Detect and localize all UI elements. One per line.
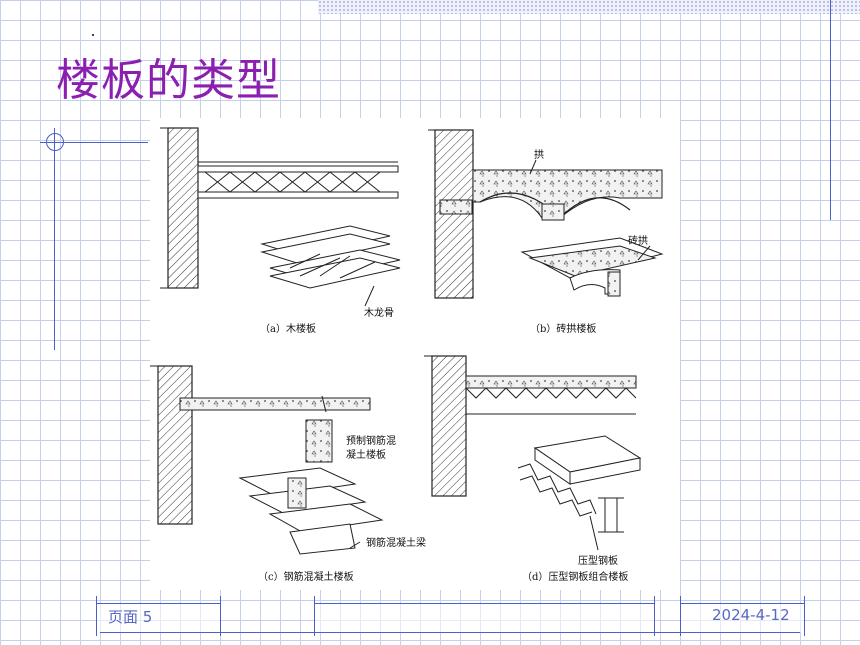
- footer-tick: [220, 596, 221, 636]
- page-number: 页面 5: [108, 608, 153, 626]
- footer-tick: [654, 596, 655, 636]
- footer-tick: [680, 596, 681, 636]
- label-steel-deck: 压型钢板: [578, 554, 618, 567]
- footer-tick: [314, 596, 315, 636]
- caption-steel-deck-floor: （d）压型钢板组合楼板: [522, 570, 628, 583]
- panel-b-brick-arch-floor: 拱 砖拱 （b）砖拱楼板: [428, 129, 664, 335]
- label-precast-line2: 凝土楼板: [346, 448, 386, 461]
- left-accent-line: [54, 128, 55, 350]
- title-dot: [92, 34, 94, 36]
- right-accent-line: [830, 0, 831, 220]
- label-wood-joist: 木龙骨: [364, 306, 394, 319]
- label-brick-arch: 砖拱: [628, 234, 648, 247]
- panel-d-steel-deck-floor: 压型钢板 （d）压型钢板组合楼板: [424, 355, 642, 583]
- panel-c-concrete-floor: 预制钢筋混 凝土楼板 钢筋混凝土梁 （c）钢筋混凝土楼板: [150, 365, 426, 583]
- footer-tick: [96, 596, 97, 636]
- floor-slab-types-figure: 木龙骨 （a）木楼板 拱 砖拱 （b）砖拱楼板 预制钢筋混 凝土楼板: [150, 118, 680, 590]
- caption-brick-arch-floor: （b）砖拱楼板: [530, 322, 596, 335]
- circle-ornament-icon: [46, 133, 64, 151]
- footer-page-box: [96, 603, 220, 632]
- label-arch: 拱: [534, 148, 544, 161]
- caption-concrete-floor: （c）钢筋混凝土楼板: [258, 570, 354, 583]
- top-decorative-band: [318, 0, 860, 14]
- left-horizontal-line: [40, 142, 148, 143]
- slide-title: 楼板的类型: [56, 55, 281, 106]
- footer-date-box: [680, 603, 804, 632]
- footer-center-box: [314, 603, 654, 632]
- panel-a-wood-floor: 木龙骨 （a）木楼板: [160, 127, 401, 335]
- footer-tick: [804, 596, 805, 636]
- footer-baseline: [100, 632, 800, 633]
- label-precast-line1: 预制钢筋混: [346, 434, 396, 447]
- slide-date: 2024-4-12: [712, 606, 790, 624]
- label-concrete-beam: 钢筋混凝土梁: [366, 536, 426, 549]
- caption-wood-floor: （a）木楼板: [260, 322, 316, 335]
